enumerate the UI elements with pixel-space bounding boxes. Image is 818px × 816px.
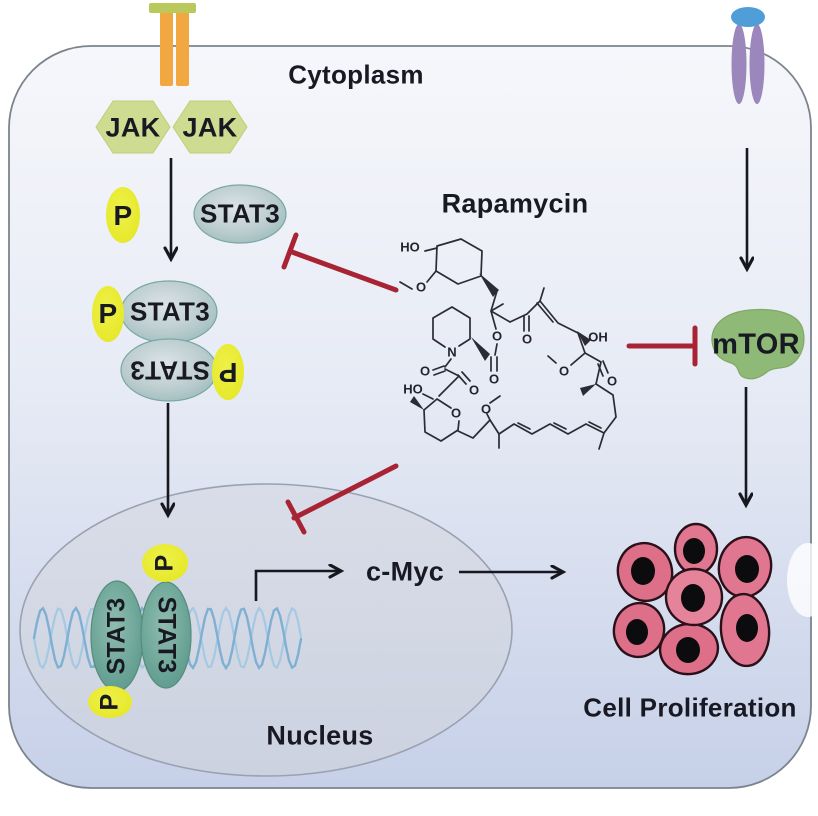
jak-left-label: JAK <box>105 112 161 143</box>
stat3-free-shape <box>193 184 287 244</box>
phospho-nuclear-bottom-label: P <box>95 693 124 711</box>
phospho-free-label: P <box>113 200 133 231</box>
inhibition-rapamycin-to-mtor <box>626 325 698 367</box>
stat3-nuclear-right-shape <box>140 581 192 689</box>
cell-nuclei <box>626 538 759 663</box>
mtor-shape <box>711 308 805 380</box>
cmyc-label: c-Myc <box>365 556 445 587</box>
cell-proliferation-label: Cell Proliferation <box>583 692 797 723</box>
cytoplasm-label: Cytoplasm <box>288 59 424 90</box>
stat3-dimer-bottom-label: STAT3 <box>130 355 210 386</box>
growth-factor-receptor <box>731 7 765 104</box>
phospho-nuclear-top-label: P <box>150 554 179 572</box>
phospho-dimer-left-label: P <box>98 298 118 329</box>
stat3-dimer <box>92 280 244 402</box>
stat3-nuclear-right-label: STAT3 <box>152 596 181 674</box>
cell-cluster <box>612 522 773 676</box>
phospho-dimer-right-shape <box>212 344 244 400</box>
phospho-nuclear-bottom-shape <box>88 686 132 718</box>
jak-left-shape <box>95 100 171 154</box>
transcription-arrow <box>254 571 340 601</box>
stat3-dimer-top-label: STAT3 <box>130 296 210 327</box>
phospho-dimer-left-shape <box>92 286 124 342</box>
background-highlight <box>787 543 818 617</box>
inhibition-rapamycin-to-stat3 <box>281 232 399 293</box>
mtor-label: mTOR <box>712 328 800 361</box>
phospho-nuclear-top-shape <box>142 544 188 582</box>
jak-right-label: JAK <box>182 112 238 143</box>
cytokine-receptor <box>149 3 196 86</box>
stat3-dna-complex <box>88 544 192 718</box>
stat3-nuclear-left-label: STAT3 <box>102 597 131 675</box>
phospho-free-shape <box>106 187 140 243</box>
jak-right-shape <box>172 100 248 154</box>
phospho-dimer-right-label: P <box>218 357 238 388</box>
jak-proteins <box>95 100 248 154</box>
stat3-free-label: STAT3 <box>200 198 280 229</box>
rapamycin-label: Rapamycin <box>441 188 589 219</box>
nucleus-label: Nucleus <box>266 720 374 751</box>
inhibition-rapamycin-to-transcription <box>285 463 399 535</box>
rapamycin-structure <box>399 238 617 450</box>
